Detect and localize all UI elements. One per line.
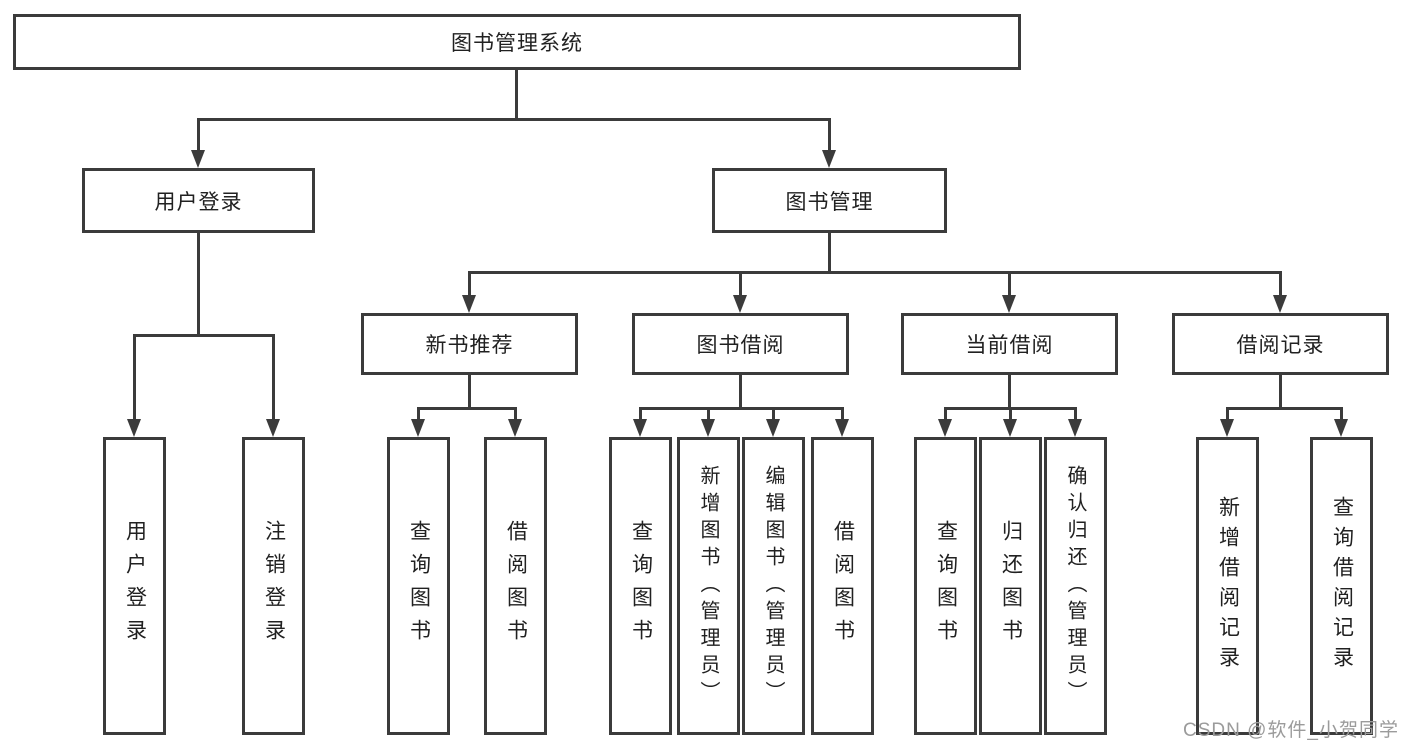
leaf-borrow-books-recommend-label: 借阅图书 xyxy=(504,520,528,652)
leaf-borrow-books-recommend: 借阅图书 xyxy=(484,437,547,735)
connector-line xyxy=(707,410,710,421)
connector-line xyxy=(828,233,831,273)
node-new-book-recommend: 新书推荐 xyxy=(361,313,578,375)
arrowhead xyxy=(1273,295,1287,313)
connector-line xyxy=(272,337,275,421)
connector-line xyxy=(468,274,471,297)
connector-line xyxy=(1009,410,1012,421)
node-current-borrowing: 当前借阅 xyxy=(901,313,1118,375)
connector-line xyxy=(417,410,420,421)
arrowhead xyxy=(733,295,747,313)
leaf-user-login-label: 用户登录 xyxy=(123,520,147,652)
arrowhead xyxy=(508,419,522,437)
node-book-management-label: 图书管理 xyxy=(785,190,874,214)
node-borrowing-records-label: 借阅记录 xyxy=(1236,334,1325,357)
node-book-borrowing: 图书借阅 xyxy=(632,313,849,375)
leaf-add-book-admin-label: 新增图书（管理员） xyxy=(697,464,719,708)
node-current-borrowing-label: 当前借阅 xyxy=(965,334,1054,357)
connector-line xyxy=(1340,410,1343,421)
arrowhead xyxy=(1003,419,1017,437)
leaf-logout: 注销登录 xyxy=(242,437,305,735)
connector-line xyxy=(1008,274,1011,297)
arrowhead xyxy=(938,419,952,437)
leaf-edit-book-admin-label: 编辑图书（管理员） xyxy=(762,464,784,708)
leaf-add-borrow-record: 新增借阅记录 xyxy=(1196,437,1259,735)
leaf-query-books-borrowing: 查询图书 xyxy=(609,437,672,735)
connector-line xyxy=(468,271,1282,274)
node-borrowing-records: 借阅记录 xyxy=(1172,313,1389,375)
connector-line xyxy=(1279,375,1282,409)
arrowhead xyxy=(1220,419,1234,437)
csdn-watermark: CSDN @软件_小贺同学 xyxy=(1183,720,1399,741)
leaf-confirm-return-admin-label: 确认归还（管理员） xyxy=(1064,464,1086,708)
arrowhead xyxy=(266,419,280,437)
leaf-confirm-return-admin: 确认归还（管理员） xyxy=(1044,437,1107,735)
connector-line xyxy=(639,407,844,410)
arrowhead xyxy=(701,419,715,437)
leaf-return-book: 归还图书 xyxy=(979,437,1042,735)
node-user-login-label: 用户登录 xyxy=(154,190,243,214)
arrowhead xyxy=(766,419,780,437)
connector-line xyxy=(841,410,844,421)
arrowhead xyxy=(462,295,476,313)
arrowhead xyxy=(1334,419,1348,437)
connector-line xyxy=(772,410,775,421)
node-book-borrowing-label: 图书借阅 xyxy=(696,334,785,357)
arrowhead xyxy=(835,419,849,437)
node-root-label: 图书管理系统 xyxy=(451,32,583,55)
connector-line xyxy=(514,410,517,421)
connector-line xyxy=(639,410,642,421)
connector-line xyxy=(197,233,200,335)
leaf-query-books-current-label: 查询图书 xyxy=(934,520,958,652)
connector-line xyxy=(944,410,947,421)
arrowhead xyxy=(191,150,205,168)
leaf-query-borrow-record-label: 查询借阅记录 xyxy=(1330,496,1354,676)
node-root: 图书管理系统 xyxy=(13,14,1021,70)
arrowhead xyxy=(1002,295,1016,313)
leaf-query-books-recommend: 查询图书 xyxy=(387,437,450,735)
leaf-logout-label: 注销登录 xyxy=(262,520,286,652)
arrowhead xyxy=(127,419,141,437)
connector-line xyxy=(828,121,831,152)
connector-line xyxy=(515,70,518,120)
node-user-login: 用户登录 xyxy=(82,168,315,233)
connector-line xyxy=(197,118,831,121)
arrowhead xyxy=(822,150,836,168)
node-new-book-recommend-label: 新书推荐 xyxy=(425,334,514,357)
leaf-borrow-books-label: 借阅图书 xyxy=(831,520,855,652)
connector-line xyxy=(1226,410,1229,421)
connector-line xyxy=(739,375,742,409)
leaf-query-books-current: 查询图书 xyxy=(914,437,977,735)
leaf-add-book-admin: 新增图书（管理员） xyxy=(677,437,740,735)
connector-line xyxy=(944,407,1077,410)
connector-line xyxy=(1008,375,1011,409)
connector-line xyxy=(739,274,742,297)
connector-line xyxy=(417,407,517,410)
leaf-query-books-recommend-label: 查询图书 xyxy=(407,520,431,652)
arrowhead xyxy=(633,419,647,437)
connector-line xyxy=(1279,274,1282,297)
connector-line xyxy=(1074,410,1077,421)
leaf-query-books-borrowing-label: 查询图书 xyxy=(629,520,653,652)
arrowhead xyxy=(411,419,425,437)
connector-line xyxy=(133,334,275,337)
connector-line xyxy=(197,121,200,152)
connector-line xyxy=(468,375,471,409)
connector-line xyxy=(133,337,136,421)
leaf-user-login: 用户登录 xyxy=(103,437,166,735)
connector-line xyxy=(1226,407,1343,410)
node-book-management: 图书管理 xyxy=(712,168,947,233)
leaf-edit-book-admin: 编辑图书（管理员） xyxy=(742,437,805,735)
leaf-return-book-label: 归还图书 xyxy=(999,520,1023,652)
arrowhead xyxy=(1068,419,1082,437)
leaf-query-borrow-record: 查询借阅记录 xyxy=(1310,437,1373,735)
leaf-add-borrow-record-label: 新增借阅记录 xyxy=(1216,496,1240,676)
leaf-borrow-books: 借阅图书 xyxy=(811,437,874,735)
